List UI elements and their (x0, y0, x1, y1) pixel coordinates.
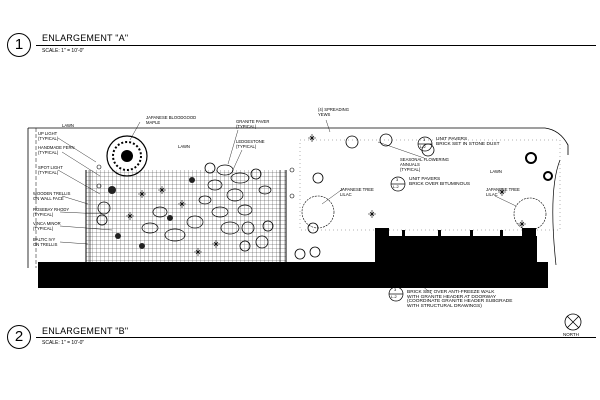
building-projection (375, 236, 537, 264)
label-japanese-tree-lilac-2: JAPANESE TREE LILAC (486, 187, 520, 197)
label-japanese-bloodgood: JAPANESE BLOODGOOD MAPLE (146, 115, 197, 125)
north-arrow (564, 313, 582, 331)
detail-number-b: 2 (7, 325, 31, 349)
shrub-symbols (126, 134, 526, 256)
title-rule-b (36, 337, 596, 338)
label-lawn-3: LAWN (490, 169, 502, 174)
label-ledgestone: LEDGESTONE (TYPICAL) (236, 139, 265, 149)
japanese-tree-lilac-1 (301, 195, 335, 229)
callout-1-text: UNIT PAVERS BRICK SET IN STONE DUST (436, 137, 500, 147)
granite-pavers (141, 164, 272, 242)
label-seasonal-flowering: SEASONAL FLOWERING ANNUALS (TYPICAL) (400, 157, 449, 172)
brick-paver-garden (86, 170, 286, 262)
label-lawn-2: LAWN (178, 144, 190, 149)
label-up-light: UP LIGHT (TYPICAL) (38, 131, 59, 141)
scale-a: SCALE: 1" = 10'-0" (42, 48, 85, 54)
north-label: NORTH (563, 332, 579, 337)
plant-symbols (96, 133, 435, 260)
callout-2-ref-top: 3 (396, 177, 399, 182)
callout-3-ref-top: 3 (394, 287, 397, 292)
label-vinca: VINCA MINOR (TYPICAL) (33, 221, 61, 231)
label-lawn-1: LAWN (62, 123, 74, 128)
leader-lines (57, 119, 517, 295)
enlargement-a-title: ENLARGEMENT "A" (42, 33, 129, 43)
callout-3-text: UNIT PAVERS BRICK SET OVER ANTI-FREEZE W… (407, 285, 513, 310)
property-line (28, 127, 569, 155)
label-rosebay: ROSEBAY RHODY (TYPICAL) (33, 207, 70, 217)
spot-lights (96, 164, 295, 199)
callout-1-ref-top: 3 (423, 137, 426, 142)
label-japanese-tree-lilac-1: JAPANESE TREE LILAC (340, 187, 374, 197)
callout-1-ref-bottom: L-2 (420, 144, 426, 149)
title-rule-a (36, 45, 596, 46)
bollard-2 (543, 171, 553, 181)
enlargement-b-title: ENLARGEMENT "B" (42, 326, 129, 336)
building-footprint (38, 262, 548, 288)
label-wooden-trellis: WOODEN TRELLIS ON WALL FACE (33, 191, 71, 201)
label-spot-light: SPOT LIGHT (TYPICAL) (38, 165, 63, 175)
bloodgood-maple-tree (106, 135, 148, 177)
callout-3-ref-bottom: L-2 (391, 294, 397, 299)
scale-b: SCALE: 1" = 10'-0" (42, 340, 85, 346)
callout-2-text: UNIT PAVERS BRICK OVER BITUMINOUS (409, 177, 471, 187)
label-spreading-yews: (4) SPREADING YEWS (318, 107, 349, 117)
groundcover-clusters (108, 177, 195, 249)
callout-2-ref-bottom: L-2 (393, 184, 399, 189)
label-granite-paver: GRANITE PAVER (TYPICAL) (236, 119, 270, 129)
label-baltic-ivy: BALTIC IVY ON TRELLIS (33, 237, 58, 247)
japanese-tree-lilac-2 (513, 197, 547, 231)
label-handmade-fern: HANDMADE FERN (TYPICAL) (38, 145, 75, 155)
detail-number-a: 1 (7, 33, 31, 57)
bollard-1 (525, 152, 537, 164)
